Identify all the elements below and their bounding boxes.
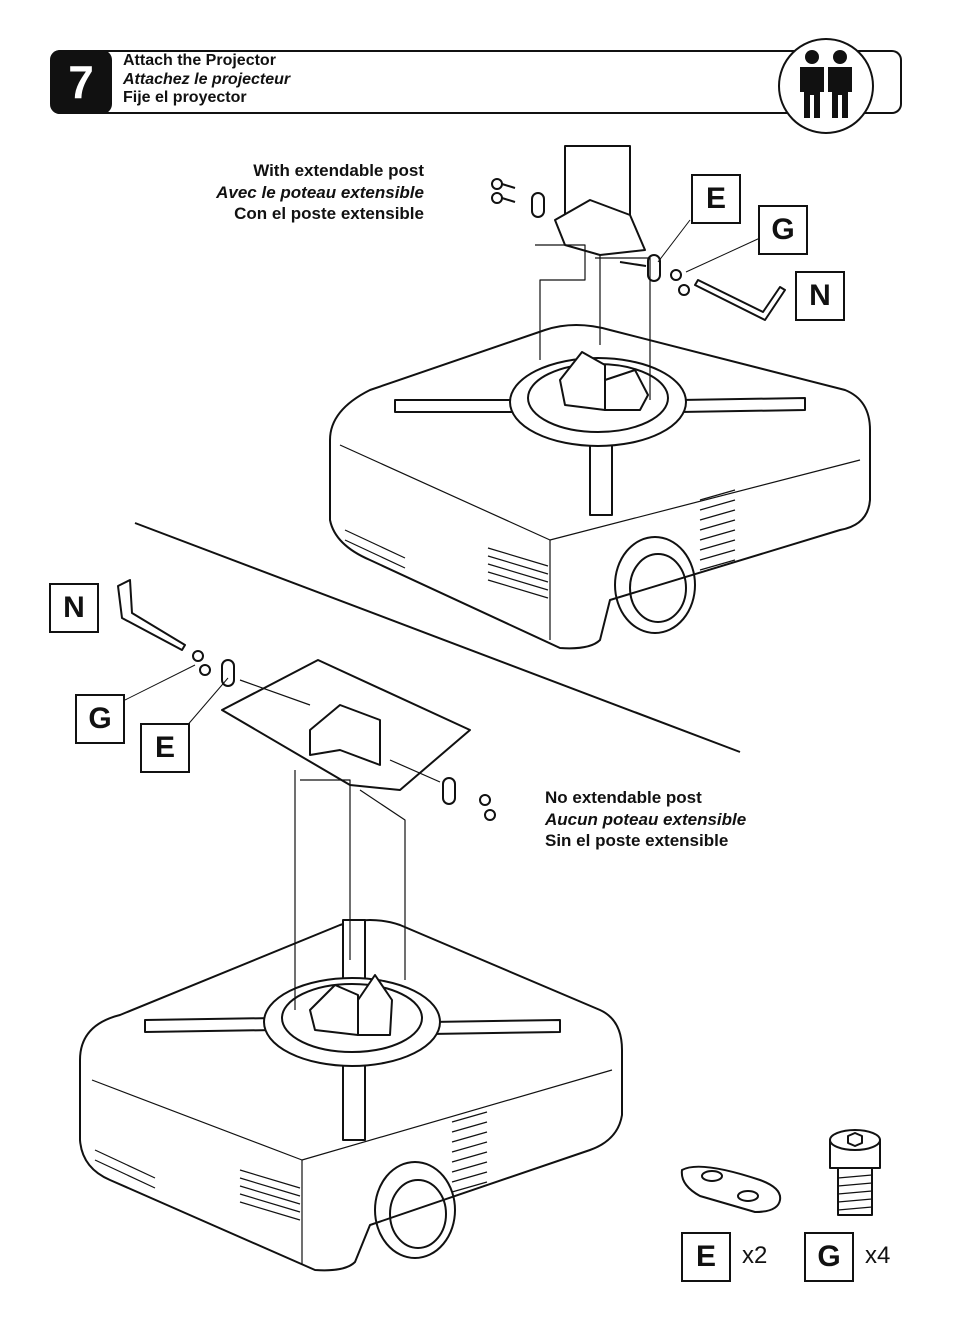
section-divider	[134, 522, 741, 753]
top-label-g: G	[758, 205, 808, 255]
bottom-caption: No extendable post Aucun poteau extensib…	[545, 787, 746, 852]
step-title: Attach the Projector Attachez le project…	[123, 52, 290, 108]
top-caption-fr: Avec le poteau extensible	[216, 182, 424, 202]
step-header: 7 Attach the Projector Attachez le proje…	[50, 50, 905, 114]
bottom-projector-drawing	[79, 579, 623, 1272]
bottom-label-n: N	[49, 583, 99, 633]
top-caption-en: With extendable post	[253, 161, 424, 180]
parts-label-e: E	[681, 1232, 731, 1282]
bottom-label-e: E	[140, 723, 190, 773]
top-label-e: E	[691, 174, 741, 224]
bottom-caption-fr: Aucun poteau extensible	[545, 809, 747, 829]
bottom-caption-en: No extendable post	[545, 788, 702, 807]
parts-label-g: G	[804, 1232, 854, 1282]
bottom-caption-es: Sin el poste extensible	[545, 831, 729, 850]
parts-qty-e: x2	[742, 1242, 768, 1269]
top-label-n: N	[795, 271, 845, 321]
top-projector-drawing	[329, 145, 871, 650]
top-caption-es: Con el poste extensible	[234, 204, 424, 223]
title-es: Fije el proyector	[123, 89, 247, 106]
top-caption: With extendable post Avec le poteau exte…	[216, 160, 424, 225]
step-number: 7	[50, 50, 112, 114]
parts-qty-g: x4	[865, 1242, 891, 1269]
header-frame	[50, 50, 902, 114]
title-en: Attach the Projector	[123, 52, 276, 69]
two-people-icon	[778, 38, 874, 134]
washer-plate-icon	[680, 1165, 782, 1213]
bottom-label-g: G	[75, 694, 125, 744]
socket-head-screw-icon	[829, 1129, 881, 1216]
title-fr: Attachez le projecteur	[123, 70, 291, 88]
